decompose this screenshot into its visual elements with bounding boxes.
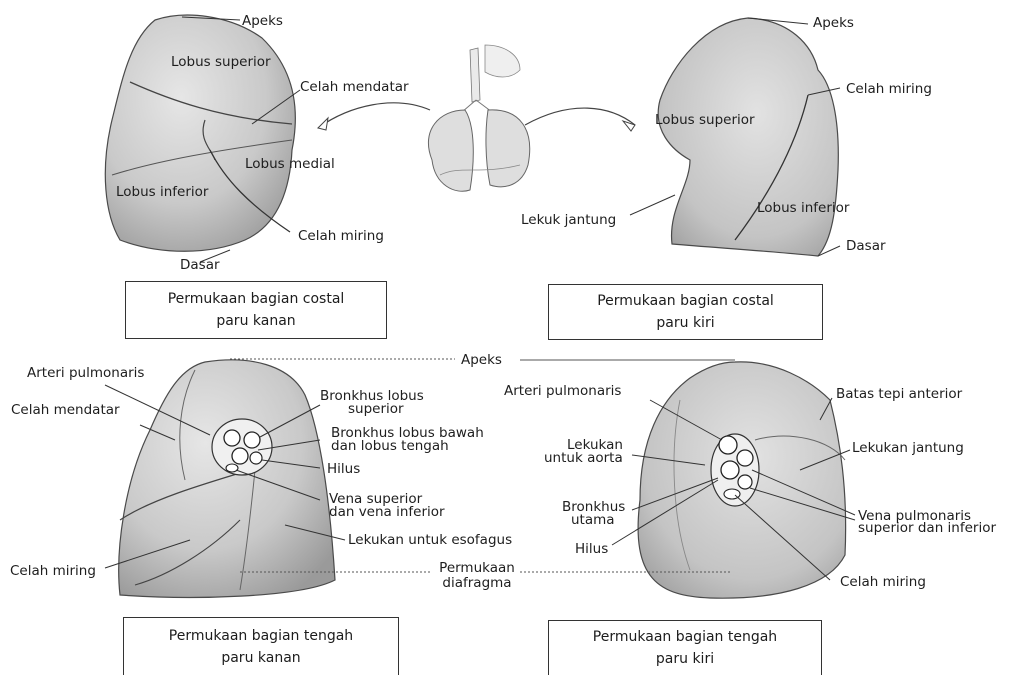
label-apeks-center: Apeks bbox=[461, 353, 502, 367]
label-celah-miring-left-costal: Celah miring bbox=[846, 82, 932, 96]
label-batas-tepi-anterior: Batas tepi anterior bbox=[836, 387, 962, 401]
label-lobus-medial: Lobus medial bbox=[245, 157, 335, 171]
label-bronkhus-lobus-superior-2: superior bbox=[348, 402, 404, 416]
caption-right-costal: Permukaan bagian costal paru kanan bbox=[125, 281, 387, 339]
label-apeks-right-costal: Apeks bbox=[242, 14, 283, 28]
label-lobus-inferior-left: Lobus inferior bbox=[757, 201, 849, 215]
label-bronkhus-lobus-bawah-2: dan lobus tengah bbox=[331, 439, 449, 453]
left-lung-costal-illustration bbox=[630, 18, 840, 256]
label-lekukan-aorta-2: untuk aorta bbox=[544, 451, 623, 465]
label-hilus-left: Hilus bbox=[575, 542, 608, 556]
label-arteri-pulmonaris-right: Arteri pulmonaris bbox=[27, 366, 144, 380]
label-celah-miring-left-medial: Celah miring bbox=[840, 575, 926, 589]
label-lekuk-jantung: Lekuk jantung bbox=[521, 213, 616, 227]
right-lung-medial-illustration bbox=[105, 360, 345, 598]
caption-right-medial-line2: paru kanan bbox=[124, 647, 398, 669]
label-dasar-left: Dasar bbox=[846, 239, 886, 253]
label-lobus-inferior-right: Lobus inferior bbox=[116, 185, 208, 199]
label-vena-superior-2: dan vena inferior bbox=[329, 505, 445, 519]
caption-left-costal-line1: Permukaan bagian costal bbox=[549, 290, 822, 312]
label-lobus-superior-right: Lobus superior bbox=[171, 55, 271, 69]
label-lekukan-esofagus: Lekukan untuk esofagus bbox=[348, 533, 512, 547]
label-bronkhus-utama-2: utama bbox=[571, 513, 615, 527]
label-dasar-right: Dasar bbox=[180, 258, 220, 272]
caption-right-medial-line1: Permukaan bagian tengah bbox=[124, 625, 398, 647]
caption-left-medial-line1: Permukaan bagian tengah bbox=[549, 626, 821, 648]
label-hilus-right: Hilus bbox=[327, 462, 360, 476]
label-diafragma: diafragma bbox=[432, 576, 522, 590]
caption-left-medial: Permukaan bagian tengah paru kiri bbox=[548, 620, 822, 675]
label-celah-mendatar-right: Celah mendatar bbox=[300, 80, 409, 94]
caption-left-costal: Permukaan bagian costal paru kiri bbox=[548, 284, 823, 340]
label-arteri-pulmonaris-left: Arteri pulmonaris bbox=[504, 384, 621, 398]
label-permukaan: Permukaan bbox=[432, 561, 522, 575]
label-apeks-left-costal: Apeks bbox=[813, 16, 854, 30]
caption-right-costal-line2: paru kanan bbox=[126, 310, 386, 332]
caption-left-medial-line2: paru kiri bbox=[549, 648, 821, 670]
caption-right-medial: Permukaan bagian tengah paru kanan bbox=[123, 617, 399, 675]
label-celah-miring-right-costal: Celah miring bbox=[298, 229, 384, 243]
center-lungs-illustration bbox=[318, 45, 635, 191]
label-vena-pulmonaris-2: superior dan inferior bbox=[858, 521, 996, 535]
label-celah-mendatar-medial: Celah mendatar bbox=[11, 403, 120, 417]
caption-right-costal-line1: Permukaan bagian costal bbox=[126, 288, 386, 310]
caption-left-costal-line2: paru kiri bbox=[549, 312, 822, 334]
right-lung-costal-illustration bbox=[105, 15, 300, 262]
label-lekukan-jantung: Lekukan jantung bbox=[852, 441, 964, 455]
label-lobus-superior-left: Lobus superior bbox=[655, 113, 755, 127]
label-celah-miring-right-medial: Celah miring bbox=[10, 564, 96, 578]
left-lung-medial-illustration bbox=[612, 362, 855, 598]
